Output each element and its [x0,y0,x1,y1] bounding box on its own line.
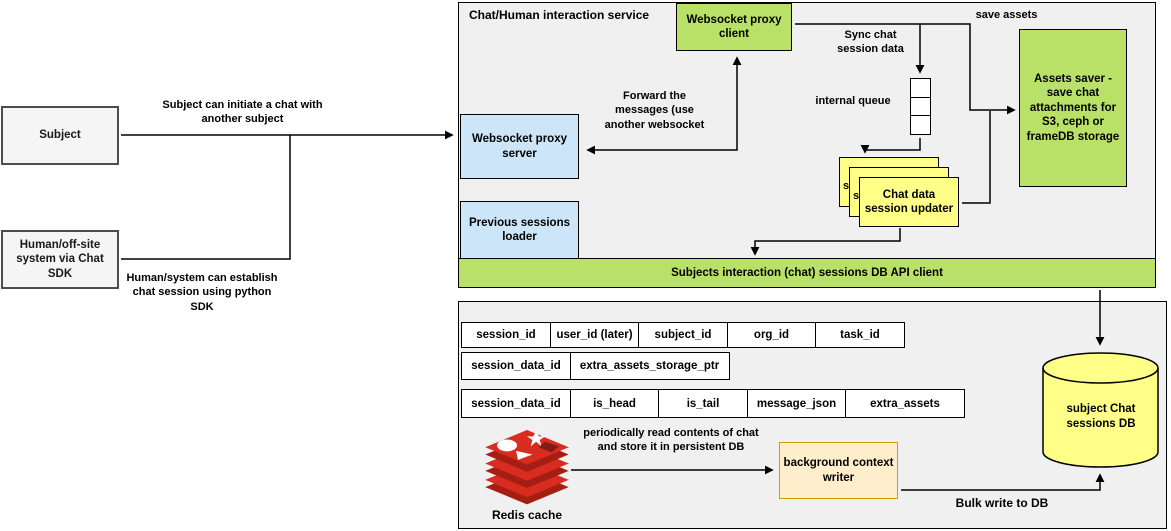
subject-arrow-label: Subject can initiate a chat with another… [162,99,323,126]
previous-sessions-loader-node[interactable]: Previous sessions loader [460,201,579,259]
session-table-cell[interactable]: task_id [815,322,905,348]
storage-container: session_id user_id (later) subject_id or… [458,301,1167,529]
chat-data-session-updater-node[interactable]: Chat data session updater [859,177,959,227]
human-sdk-node-label: Human/off-site system via Chat SDK [16,238,104,280]
chat-updater-hidden-text: s [853,190,860,202]
sessions-db-cylinder[interactable] [1041,351,1160,469]
sessions-db-api-client-label: Subjects interaction (chat) sessions DB … [671,267,943,279]
websocket-proxy-server-label: Websocket proxy server [471,133,567,160]
save-assets-label: save assets [975,9,1038,21]
previous-sessions-loader-label: Previous sessions loader [469,216,570,243]
assets-saver-label: Assets saver - save chat attachments for… [1026,73,1120,143]
messages-table-cell[interactable]: extra_assets [845,389,965,418]
redis-icon [485,430,569,505]
session-table-cell[interactable]: session_id [461,322,551,348]
forward-messages-label: Forward the messages (use another websoc… [604,90,705,131]
internal-queue-icon [910,78,931,135]
redis-cache-label: Redis cache [491,508,563,522]
sync-chat-label: Sync chat session data [837,29,904,56]
session-data-cell[interactable]: session_data_id [461,352,571,380]
subject-node[interactable]: Subject [1,106,119,165]
interaction-service-container: Chat/Human interaction service Websocket… [458,2,1156,288]
periodic-read-label: periodically read contents of chat and s… [583,427,759,454]
messages-table-cell[interactable]: message_json [746,389,847,418]
sessions-db-api-client-bar[interactable]: Subjects interaction (chat) sessions DB … [459,258,1155,287]
human-arrow-label: Human/system can establish chat session … [126,272,278,313]
messages-table-cell[interactable]: is_tail [658,389,748,418]
websocket-proxy-server-node[interactable]: Websocket proxy server [460,114,579,179]
bulk-write-label: Bulk write to DB [955,496,1049,510]
chat-data-session-updater-label: Chat data session updater [864,188,954,215]
assets-saver-node[interactable]: Assets saver - save chat attachments for… [1019,29,1127,187]
session-table-cell[interactable]: user_id (later) [549,322,640,348]
messages-table-row: session_data_id is_head is_tail message_… [461,389,965,418]
session-table-cell[interactable]: subject_id [638,322,728,348]
background-context-writer-node[interactable]: background context writer [779,442,898,499]
human-sdk-node[interactable]: Human/off-site system via Chat SDK [1,230,119,289]
session-table-row: session_id user_id (later) subject_id or… [461,322,905,348]
chat-updater-hidden-text: s [843,180,850,192]
session-data-cell[interactable]: extra_assets_storage_ptr [569,352,730,380]
websocket-proxy-client-node[interactable]: Websocket proxy client [676,3,792,51]
background-context-writer-label: background context writer [783,457,894,484]
session-data-table-row: session_data_id extra_assets_storage_ptr [461,352,730,380]
sessions-db-label: subject Chat sessions DB [1066,403,1136,430]
messages-table-cell[interactable]: session_data_id [461,389,571,418]
internal-queue-label: internal queue [815,95,891,107]
interaction-service-title: Chat/Human interaction service [469,8,650,22]
messages-table-cell[interactable]: is_head [569,389,660,418]
subject-node-label: Subject [39,129,81,142]
websocket-proxy-client-label: Websocket proxy client [686,13,782,40]
session-table-cell[interactable]: org_id [726,322,817,348]
human-to-junction-line [121,135,291,260]
